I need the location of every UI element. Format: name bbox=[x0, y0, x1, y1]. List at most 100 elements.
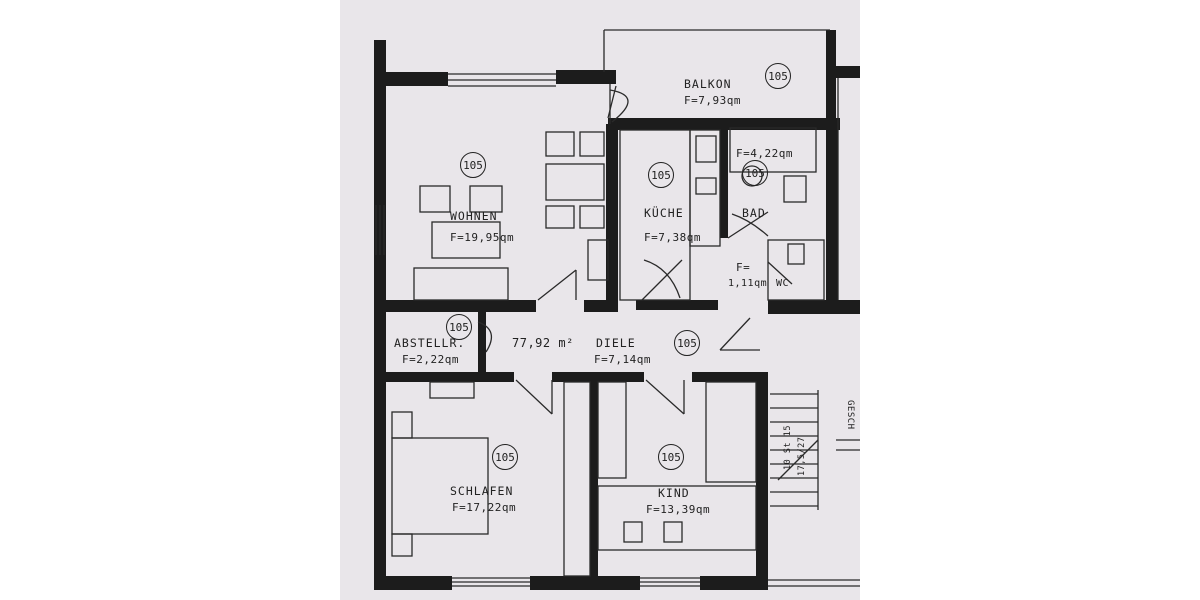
total-area: 77,92 m² bbox=[512, 336, 574, 350]
walls bbox=[374, 30, 860, 590]
window-schlafen-bottom bbox=[452, 577, 530, 587]
wall-bottom-a bbox=[374, 576, 452, 590]
nightstand-2 bbox=[391, 533, 413, 557]
label-wc: WC bbox=[776, 278, 790, 289]
stair-steps bbox=[770, 393, 818, 507]
kind-chair-2 bbox=[663, 521, 683, 543]
chair-2 bbox=[579, 131, 605, 157]
bad-cabinet bbox=[783, 175, 807, 203]
floor-plan-sheet: BALKON F=7,93qm 105 105 WOHNEN F=19,95qm… bbox=[340, 0, 860, 600]
armchair-2 bbox=[469, 185, 503, 213]
stair-label-c: GESCH bbox=[845, 400, 855, 430]
wall-bottom-b bbox=[530, 576, 640, 590]
area-schlafen: F=17,22qm bbox=[452, 501, 517, 514]
stair-bottom bbox=[768, 579, 860, 587]
door-kind bbox=[645, 379, 685, 415]
stair-label-b: 17,5/27 bbox=[797, 436, 807, 476]
chair-1 bbox=[545, 131, 575, 157]
window-kind-bottom bbox=[640, 577, 700, 587]
stair-arrow bbox=[777, 439, 819, 481]
wall-wohnen-kueche bbox=[606, 124, 618, 304]
nightstand-1 bbox=[391, 411, 413, 439]
stair-label-a: 10 St 15 bbox=[783, 425, 793, 470]
coffee-table bbox=[431, 221, 501, 259]
label-balkon: BALKON bbox=[684, 77, 732, 91]
unit-circle-balkon: 105 bbox=[765, 63, 791, 89]
wall-diele-schlafen-a bbox=[374, 372, 514, 382]
armchair-1 bbox=[419, 185, 451, 213]
wall-wohnen-diele-b bbox=[584, 300, 618, 312]
unit-circle-abstell: 105 bbox=[446, 314, 472, 340]
sofa bbox=[413, 267, 509, 301]
door-schlafen bbox=[515, 379, 553, 415]
wall-wohnen-diele-a bbox=[374, 300, 536, 312]
label-abstell: ABSTELLR. bbox=[394, 336, 466, 350]
unit-circle-schlafen: 105 bbox=[492, 444, 518, 470]
balkon-door bbox=[607, 85, 629, 123]
kitchen-stove bbox=[695, 177, 717, 195]
kind-shelf bbox=[597, 381, 627, 479]
kind-chair-1 bbox=[623, 521, 643, 543]
chair-4 bbox=[579, 205, 605, 229]
wohnen-cabinet bbox=[587, 239, 609, 281]
area-kueche: F=7,38qm bbox=[644, 231, 701, 244]
bed bbox=[391, 437, 489, 535]
door-wohnen bbox=[537, 269, 577, 301]
door-wc bbox=[767, 261, 793, 285]
kind-wardrobe bbox=[705, 381, 757, 483]
unit-circle-wohnen: 105 bbox=[460, 152, 486, 178]
wall-bottom-c bbox=[700, 576, 768, 590]
kind-desk-area bbox=[597, 485, 757, 551]
fixtures bbox=[375, 29, 860, 587]
label-kind: KIND bbox=[658, 486, 690, 500]
door-entry bbox=[719, 317, 760, 351]
kitchen-sink bbox=[695, 135, 717, 163]
wall-kueche-bad bbox=[720, 124, 728, 238]
area-diele: F=7,14qm bbox=[594, 353, 651, 366]
wall-kueche-diele bbox=[636, 300, 718, 310]
unit-circle-kind: 105 bbox=[658, 444, 684, 470]
floor-plan-drawing bbox=[374, 29, 860, 590]
area-wohnen: F=19,95qm bbox=[450, 231, 515, 244]
wall-left-outer bbox=[374, 40, 386, 588]
window-wohnen-left bbox=[375, 205, 385, 255]
wall-diele-schlafen-b bbox=[552, 372, 644, 382]
wall-balkon-right bbox=[826, 30, 836, 126]
area-wc: 1,11qm bbox=[728, 278, 768, 289]
wall-balkon-stub bbox=[836, 66, 860, 78]
area-kind: F=13,39qm bbox=[646, 503, 711, 516]
wall-abstell bbox=[478, 312, 486, 372]
dining-table bbox=[545, 163, 605, 201]
stair-landing bbox=[836, 439, 860, 451]
toilet bbox=[787, 243, 805, 265]
label-diele: DIELE bbox=[596, 336, 636, 350]
balkon-outline bbox=[603, 29, 830, 124]
label-kueche: KÜCHE bbox=[644, 206, 684, 220]
area-abstell: F=2,22qm bbox=[402, 353, 459, 366]
wall-right-lower bbox=[756, 372, 768, 588]
unit-circle-kueche: 105 bbox=[648, 162, 674, 188]
wall-schlafen-kind bbox=[590, 380, 598, 588]
wardrobe-schlafen bbox=[563, 381, 591, 577]
bathtub bbox=[729, 127, 817, 173]
door-kueche bbox=[641, 259, 683, 301]
wc-room bbox=[767, 239, 825, 301]
unit-circle-bad: 105 bbox=[742, 160, 768, 186]
label-bad: BAD bbox=[742, 206, 766, 220]
window-wohnen-top bbox=[448, 73, 556, 87]
area-balkon: F=7,93qm bbox=[684, 94, 741, 107]
area-wc-prefix: F= bbox=[736, 261, 751, 274]
schlafen-dresser bbox=[429, 381, 475, 399]
wall-right-upper bbox=[826, 118, 838, 312]
unit-circle-diele: 105 bbox=[674, 330, 700, 356]
label-wohnen: WOHNEN bbox=[450, 209, 498, 223]
wall-top-wohnen-a bbox=[374, 72, 448, 86]
kitchen-room bbox=[619, 129, 691, 301]
label-schlafen: SCHLAFEN bbox=[450, 484, 514, 498]
wall-top-wohnen-b bbox=[556, 70, 616, 84]
wall-diele-kind bbox=[692, 372, 768, 382]
area-bad: F=4,22qm bbox=[736, 147, 793, 160]
wall-wc-diele bbox=[768, 300, 860, 314]
door-bad bbox=[727, 211, 769, 239]
chair-3 bbox=[545, 205, 575, 229]
